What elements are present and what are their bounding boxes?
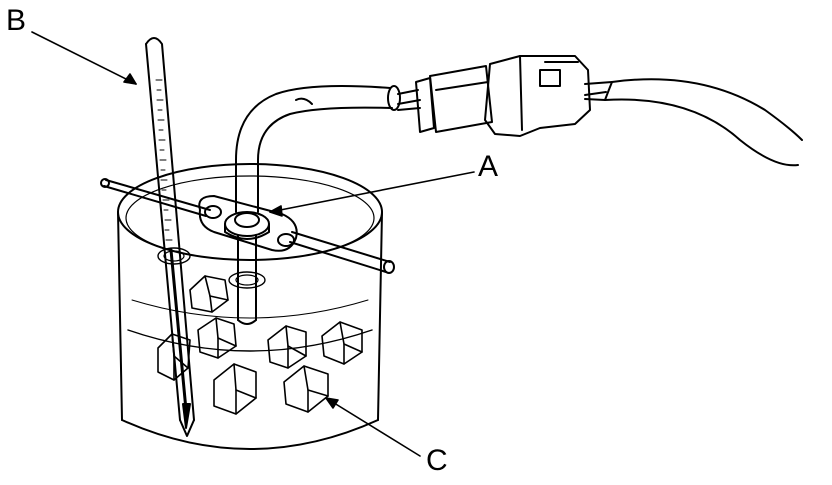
thermometer (145, 37, 195, 437)
clamp (198, 195, 298, 252)
callout-label-a: A (478, 150, 499, 183)
connector-cable-group (397, 55, 803, 167)
connector-right (484, 55, 591, 137)
leader-lines (31, 31, 475, 457)
support-rod (105, 179, 211, 211)
support-rod-clamp (100, 178, 395, 289)
leader-a (269, 171, 475, 213)
thermometer-scale (155, 79, 173, 241)
connector-left (429, 65, 493, 133)
leader-b (31, 31, 137, 85)
beaker (117, 163, 383, 450)
main-cable (611, 78, 803, 141)
beaker-bottom (121, 419, 379, 450)
sensor-tube (235, 85, 401, 325)
callout-label-b: B (6, 4, 27, 37)
ice-cubes (157, 275, 363, 415)
leader-c (325, 397, 421, 457)
callout-label-c: C (426, 444, 448, 477)
